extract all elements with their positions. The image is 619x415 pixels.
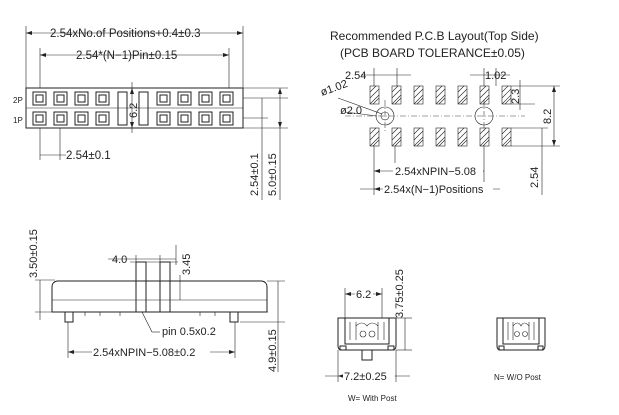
pcb-title-line1: Recommended P.C.B Layout(Top Side) [330, 29, 539, 43]
end-view-without-post: N= W/O Post [494, 317, 546, 382]
row-label-2p: 2P [13, 96, 23, 105]
top-dim-overall: 5.0±0.15 [267, 153, 279, 196]
side-dim-peg-pos: 4.0 [112, 254, 127, 266]
pin-array [32, 91, 234, 126]
side-dim-total-height: 4.9±0.15 [267, 329, 279, 372]
np-caption: N= W/O Post [494, 373, 542, 382]
side-view: 3.50±0.15 4.0 3.45 pin 0.5x0.2 2. [28, 229, 285, 372]
pcb-dim-positions: 2.54x(N−1)Positions [384, 184, 484, 196]
top-dim-height: 6.2 [128, 103, 140, 118]
pcb-dim-pad-len: 2.3 [510, 89, 522, 104]
top-dim-row-pitch: 2.54±0.1 [249, 153, 261, 196]
pcb-dim-row: 2.54 [529, 167, 541, 188]
wp-dim-height: 3.75±0.25 [394, 269, 406, 318]
side-dim-slot: 3.45 [181, 254, 193, 275]
pcb-title-line2: (PCB BOARD TOLERANCE±0.05) [340, 46, 525, 60]
pcb-dim-peg-dia: ø1.02 [319, 78, 350, 99]
row-label-1p: 1P [13, 116, 23, 125]
pcb-dim-hole-dia: ø2.0 [340, 105, 362, 117]
top-view: 2.54xNo.of Positions+0.4±0.3 2.54*(N−1)P… [13, 26, 288, 200]
pcb-dim-npin: 2.54xNPIN−5.08 [395, 166, 476, 178]
wp-dim-inner: 6.2 [356, 289, 371, 301]
side-dim-height: 3.50±0.15 [28, 229, 40, 278]
top-dim-total: 2.54xNo.of Positions+0.4±0.3 [50, 28, 200, 40]
pcb-dim-span: 8.2 [542, 109, 554, 124]
pcb-layout: Recommended P.C.B Layout(Top Side) (PCB … [319, 29, 560, 196]
wp-dim-width: 7.2±0.25 [344, 371, 387, 383]
pcb-pads [369, 85, 512, 147]
end-view-with-post: 6.2 3.75±0.25 7.2±0.25 W= With Post [325, 269, 412, 403]
wp-caption: W= With Post [348, 394, 397, 403]
side-dim-npin: 2.54xNPIN−5.08±0.2 [93, 347, 195, 359]
top-dim-pitch: 2.54±0.1 [66, 150, 111, 162]
top-dim-pin: 2.54*(N−1)Pin±0.15 [76, 50, 177, 62]
pcb-dim-pitch: 2.54 [345, 70, 366, 82]
side-pin-label: pin 0.5x0.2 [162, 326, 216, 338]
pcb-dim-pad-width: 1.02 [485, 70, 506, 82]
